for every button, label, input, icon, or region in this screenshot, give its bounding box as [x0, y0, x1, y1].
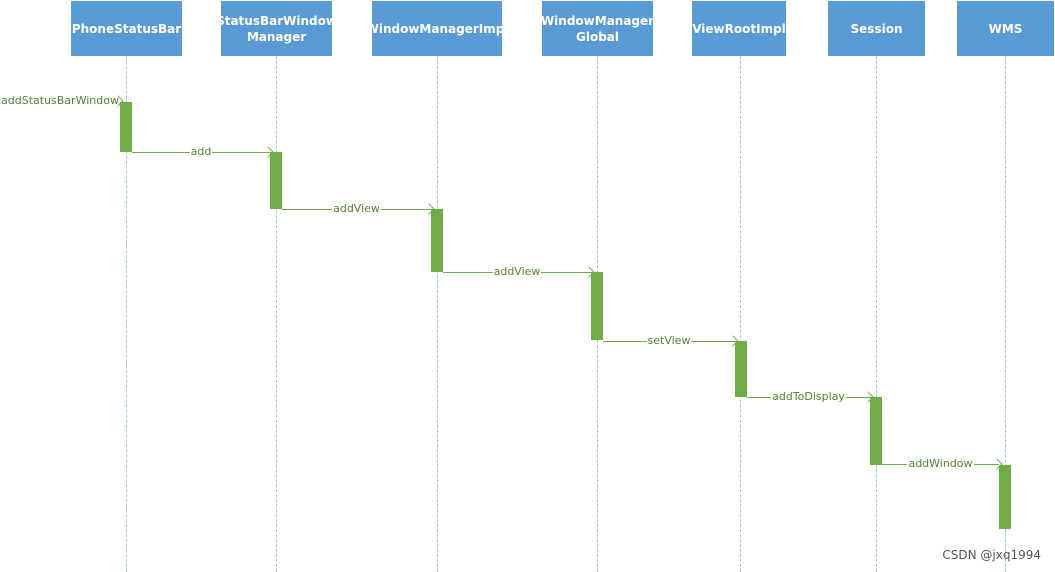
message-label: addWindow [907, 457, 974, 470]
message-add-to-display: addToDisplay [747, 390, 874, 403]
message-add-window: addWindow [882, 457, 1003, 470]
lifeline-wms [1005, 56, 1006, 572]
activation-session [870, 397, 882, 465]
participant-window-manager-global: WindowManager Global [541, 1, 654, 56]
participant-phone-status-bar: PhoneStatusBar [71, 1, 182, 56]
watermark: CSDN @jxq1994 [942, 548, 1041, 562]
message-label: addView [492, 265, 542, 278]
participant-status-bar-window-manager: StatusBarWindow Manager [216, 1, 337, 56]
message-add-view-1: addView [282, 202, 435, 215]
message-label: add [189, 145, 213, 158]
message-label: setView [646, 334, 692, 347]
activation-status-bar-window-manager [270, 152, 282, 209]
lifeline-window-manager-impl [437, 56, 438, 572]
activation-phone-status-bar [120, 102, 132, 152]
lifeline-view-root-impl [740, 56, 741, 572]
message-add-status-bar-window: addStatusBarWindow [0, 94, 124, 107]
lifeline-session [876, 56, 877, 572]
message-label: addToDisplay [771, 390, 846, 403]
participant-view-root-impl: ViewRootImpl [692, 1, 786, 56]
message-add: add [132, 145, 274, 158]
participant-window-manager-impl: WindowManagerImpl [366, 1, 508, 56]
message-label: addView [332, 202, 381, 215]
message-set-view: setView [603, 334, 739, 347]
activation-view-root-impl [735, 341, 747, 397]
message-label: addStatusBarWindow [0, 94, 120, 107]
lifeline-phone-status-bar [126, 56, 127, 572]
message-add-view-2: addView [443, 265, 595, 278]
participant-wms: WMS [957, 1, 1054, 56]
activation-window-manager-global [591, 272, 603, 340]
participant-session: Session [828, 1, 925, 56]
activation-window-manager-impl [431, 209, 443, 272]
lifeline-status-bar-window-manager [276, 56, 277, 572]
activation-wms [999, 465, 1011, 529]
